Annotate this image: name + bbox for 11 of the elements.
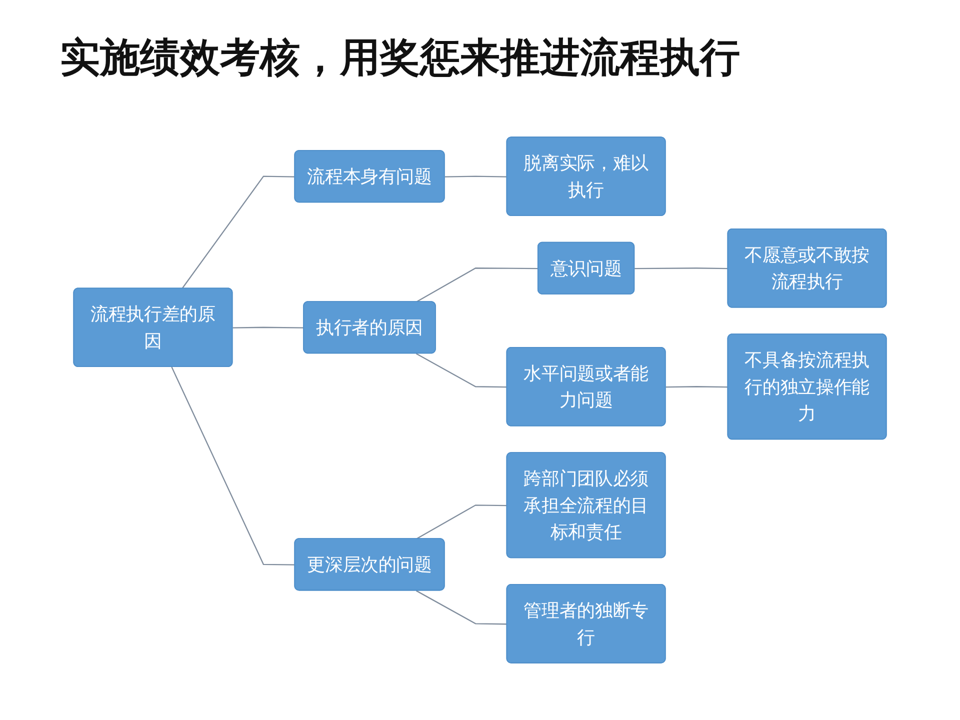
connector [416,268,538,302]
connector [171,366,296,566]
connector [416,590,508,625]
connector [416,504,508,540]
connector [444,176,508,178]
connector [182,176,296,289]
connector [634,268,728,270]
connector [232,326,304,328]
slide-title: 实施绩效考核，用奖惩来推进流程执行 [60,34,740,83]
connector [416,353,508,388]
connector [666,386,728,388]
